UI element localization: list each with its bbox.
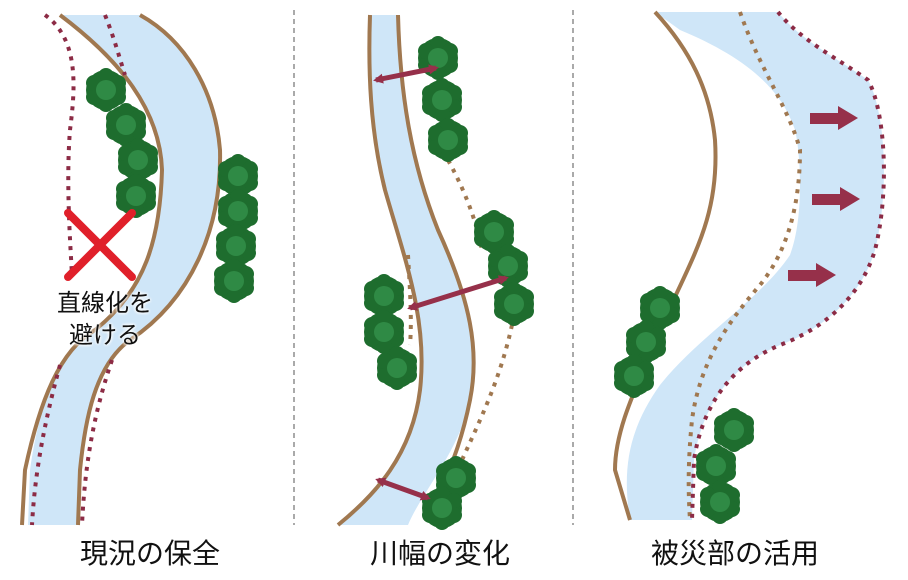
double-arrow-icon [407,275,509,311]
tree-icon [86,68,126,112]
tree-icon [428,118,468,162]
river-bank-left [20,13,165,526]
double-arrow-icon [375,477,431,501]
old-bank-dotted-lower [30,364,62,526]
tree-icon [418,36,458,80]
right-arrow-icon [788,263,836,287]
old-bank-dotted-left [43,13,76,276]
panel-width-variation [336,14,534,530]
annotation-line-2: 避ける [69,321,141,349]
tree-icon [700,480,740,524]
caption-current-preservation: 現況の保全 [79,537,220,570]
new-bank-dotted-left [406,254,413,346]
river-water [626,12,884,520]
annotation-line-1: 直線化を [57,289,153,317]
river-bank-left [612,10,718,521]
right-arrow-icon [810,106,858,130]
river-bank-right [76,13,223,526]
panel-disaster-area-use [612,10,886,524]
tree-icon [116,174,156,218]
caption-disaster-area-use: 被災部の活用 [650,537,819,570]
panel-current-preservation [20,13,258,526]
cross-icon [64,209,136,281]
tree-icon [214,259,254,303]
new-bank-dotted [686,11,803,521]
river-water [28,15,221,525]
tree-icon [422,78,462,122]
right-arrow-icon [812,187,860,211]
old-bank-dotted [690,10,886,521]
double-arrow-icon [373,64,439,84]
tree-icon [494,282,534,326]
river-water [338,15,474,525]
caption-width-variation: 川幅の変化 [369,537,510,570]
